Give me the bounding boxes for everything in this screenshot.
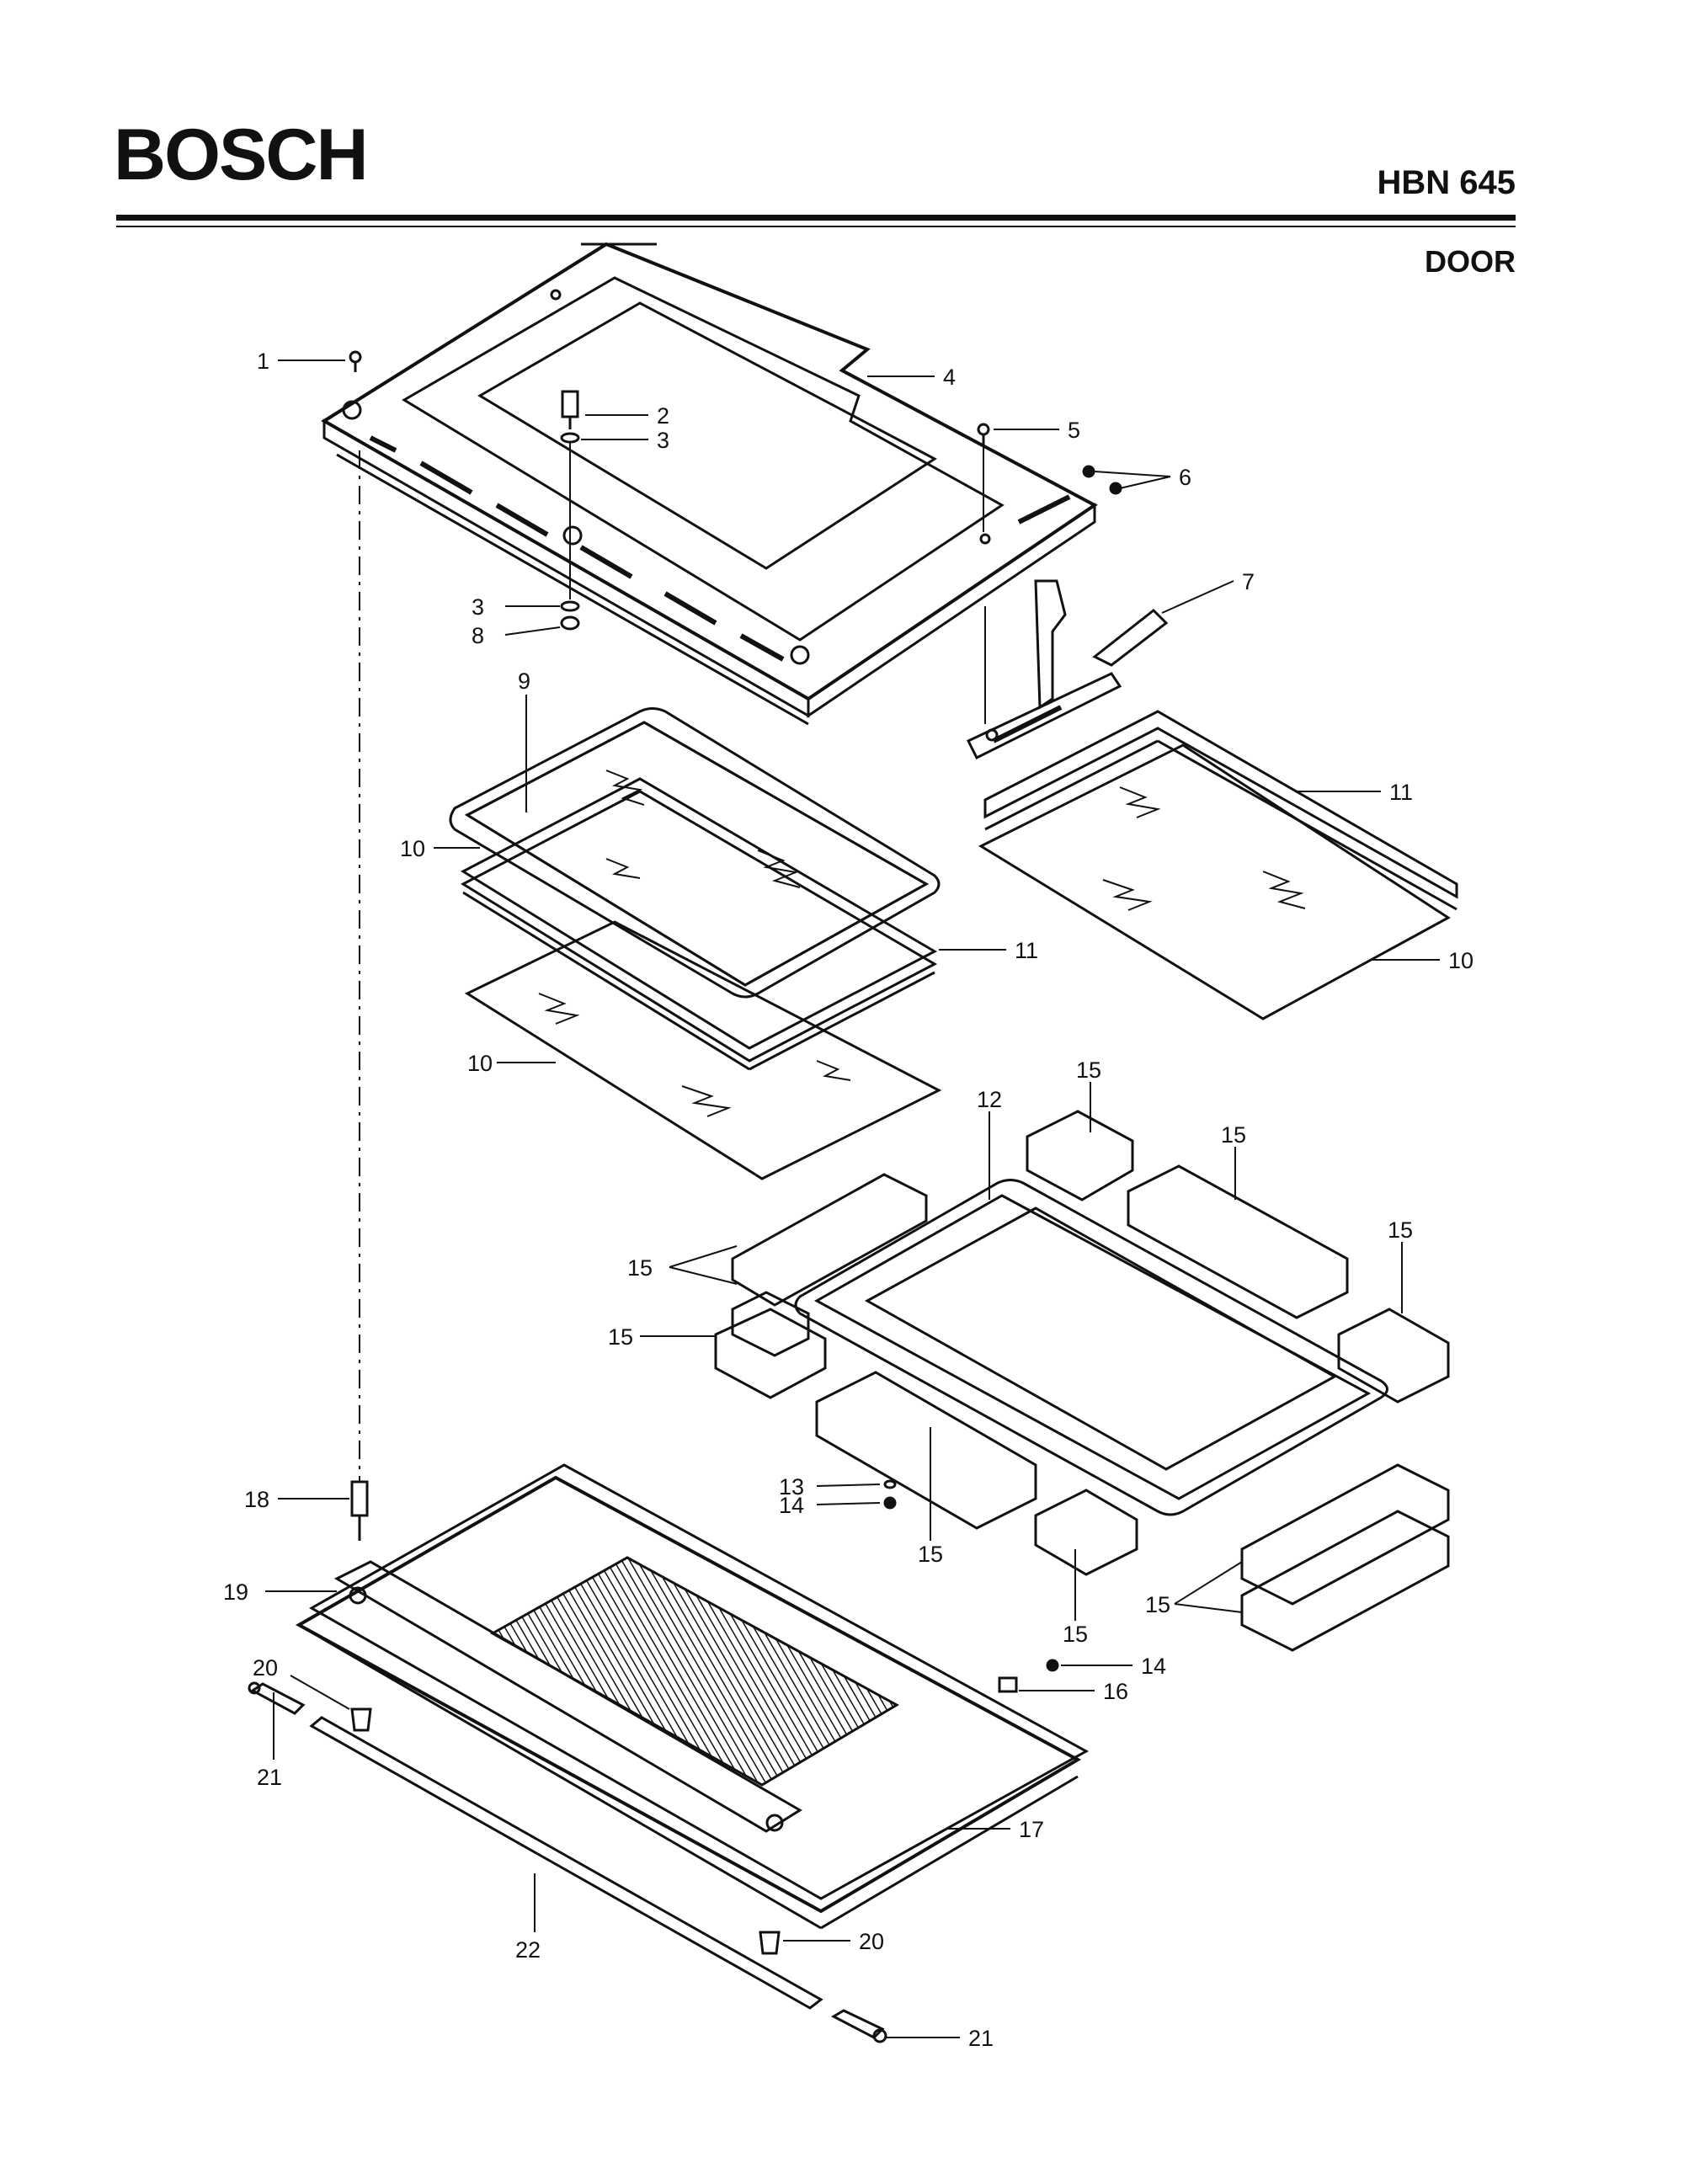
part-glass-10-upper-left <box>464 721 930 987</box>
callout-8: 8 <box>472 623 484 648</box>
part-end-cap-21-left <box>248 1681 306 1715</box>
callout-21-right: 21 <box>968 2026 994 2051</box>
callout-13: 13 <box>779 1474 804 1500</box>
callout-labels: 1 2 3 3 4 5 6 7 8 9 10 10 10 11 11 12 13… <box>223 349 1474 2051</box>
callout-14-center: 14 <box>779 1493 804 1518</box>
part-screws-6 <box>1082 465 1122 495</box>
callout-10-lower-left: 10 <box>467 1051 493 1076</box>
part-insulation-blocks-15 <box>714 1110 1450 1652</box>
part-frame-11-left <box>460 777 938 1071</box>
callout-15-b: 15 <box>1221 1122 1246 1148</box>
callout-12: 12 <box>977 1087 1002 1112</box>
part-washer-3-bottom <box>560 600 580 612</box>
callout-15-d: 15 <box>627 1255 653 1281</box>
callout-15-h: 15 <box>1145 1592 1170 1617</box>
callout-15-a: 15 <box>1076 1057 1101 1083</box>
callout-20-right: 20 <box>859 1929 884 1954</box>
callout-18: 18 <box>244 1487 269 1512</box>
callout-3-top: 3 <box>657 428 669 453</box>
part-glass-10-right <box>978 743 1451 1020</box>
leader-lines <box>265 360 1440 2038</box>
part-washer-13 <box>883 1479 897 1489</box>
part-screw-1 <box>349 350 362 372</box>
callout-21-left: 21 <box>257 1765 282 1790</box>
callout-22: 22 <box>515 1937 541 1963</box>
callout-15-g: 15 <box>1063 1622 1088 1647</box>
callout-3-bottom: 3 <box>472 594 484 620</box>
part-foot-20-left <box>350 1707 372 1732</box>
callout-5: 5 <box>1068 418 1080 443</box>
part-inner-door-17 <box>295 1463 1090 1930</box>
part-pin-2 <box>561 390 579 429</box>
part-handle-rod-22 <box>309 1716 823 2010</box>
callout-6: 6 <box>1179 465 1191 490</box>
callout-11-right: 11 <box>1389 780 1413 805</box>
part-foot-20-right <box>759 1931 781 1955</box>
part-clip-16 <box>998 1676 1018 1693</box>
callout-19: 19 <box>223 1579 248 1605</box>
part-washer-3-top <box>560 432 580 444</box>
callout-10-right: 10 <box>1448 948 1474 973</box>
callout-15-c: 15 <box>1388 1217 1413 1243</box>
part-stud-18 <box>350 1480 369 1541</box>
callout-4: 4 <box>943 365 956 390</box>
part-top-door-panel <box>321 242 1098 726</box>
part-screw-14-right <box>1046 1659 1059 1672</box>
header-rule-thin <box>116 226 1516 227</box>
callout-15-e: 15 <box>608 1324 633 1350</box>
part-nut-8 <box>560 615 580 631</box>
callout-14-right: 14 <box>1141 1654 1166 1679</box>
callout-15-f: 15 <box>918 1542 943 1567</box>
callout-17: 17 <box>1019 1817 1044 1842</box>
callout-16: 16 <box>1103 1679 1128 1704</box>
model-number: HBN 645 <box>1377 164 1516 201</box>
callout-10-upper-left: 10 <box>400 836 425 861</box>
brand-logo: BOSCH <box>114 115 369 195</box>
header-rule-thick <box>116 215 1516 221</box>
part-hinge-7 <box>966 579 1169 760</box>
callout-7: 7 <box>1242 569 1255 594</box>
callout-1: 1 <box>257 349 269 374</box>
part-bracket-19 <box>333 1560 802 1833</box>
section-title: DOOR <box>1425 244 1516 279</box>
callout-11-left: 11 <box>1015 938 1038 963</box>
part-screw-14-center <box>883 1496 897 1510</box>
callout-9: 9 <box>518 669 530 694</box>
part-glass-10-lower-left <box>464 920 942 1180</box>
part-end-cap-21-right <box>830 2009 887 2043</box>
callout-2: 2 <box>657 403 669 429</box>
part-screw-5 <box>977 423 990 446</box>
part-inner-frame-12 <box>794 1179 1388 1516</box>
callout-20-left: 20 <box>253 1655 278 1681</box>
part-frame-11-right <box>983 710 1458 911</box>
